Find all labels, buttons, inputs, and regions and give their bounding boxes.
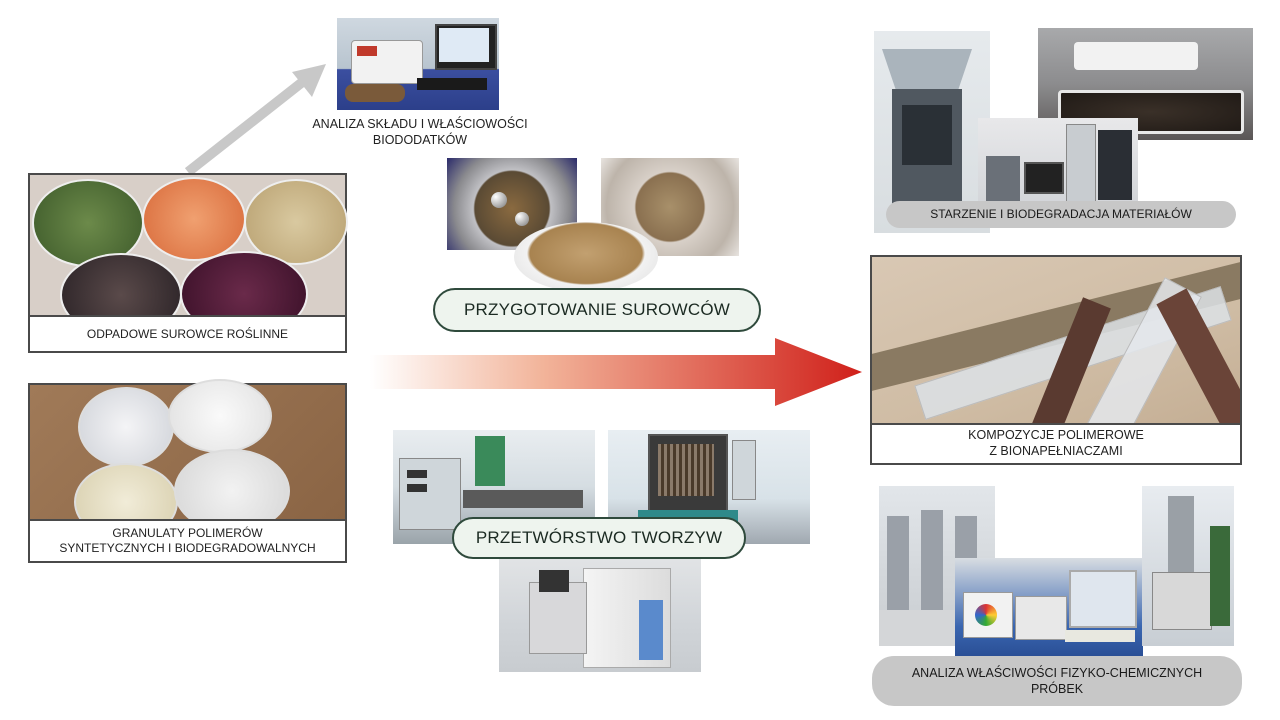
granulates-photo (30, 379, 345, 541)
injection-molder-photo (499, 556, 701, 672)
plant-waste-caption: ODPADOWE SUROWCE ROŚLINNE (30, 315, 345, 351)
przygotowanie-pill: PRZYGOTOWANIE SUROWCÓW (433, 288, 761, 332)
compositions-caption: KOMPOZYCJE POLIMEROWE Z BIONAPEŁNIACZAMI (872, 423, 1240, 463)
aging-chamber-photo (874, 31, 990, 233)
granulates-caption: GRANULATY POLIMERÓW SYNTETYCZNYCH I BIOD… (30, 519, 345, 561)
plant-waste-card: ODPADOWE SUROWCE ROŚLINNE (28, 173, 348, 353)
powder-bowl-photo (514, 222, 658, 292)
polymer-strips-photo (872, 257, 1240, 425)
analiza-skladu-label: ANALIZA SKŁADU I WŁAŚCIOWOŚCI BIODODATKÓ… (312, 117, 528, 148)
analyzer-photo (337, 18, 499, 110)
starzenie-pill: STARZENIE I BIODEGRADACJA MATERIAŁÓW (886, 201, 1236, 228)
compositions-card: KOMPOZYCJE POLIMEROWE Z BIONAPEŁNIACZAMI (870, 255, 1242, 465)
process-flow-arrow (370, 338, 862, 406)
przetworstwo-pill: PRZETWÓRSTWO TWORZYW (452, 517, 746, 559)
plant-waste-photo (30, 175, 348, 337)
rheometer-photo (1142, 486, 1234, 646)
lab-bench-photo (955, 558, 1143, 656)
granulates-card: GRANULATY POLIMERÓW SYNTETYCZNYCH I BIOD… (28, 379, 347, 563)
grey-diagonal-arrow (184, 64, 326, 176)
analiza-fizyko-pill: ANALIZA WŁAŚCIWOŚCI FIZYKO-CHEMICZNYCH P… (872, 656, 1242, 706)
